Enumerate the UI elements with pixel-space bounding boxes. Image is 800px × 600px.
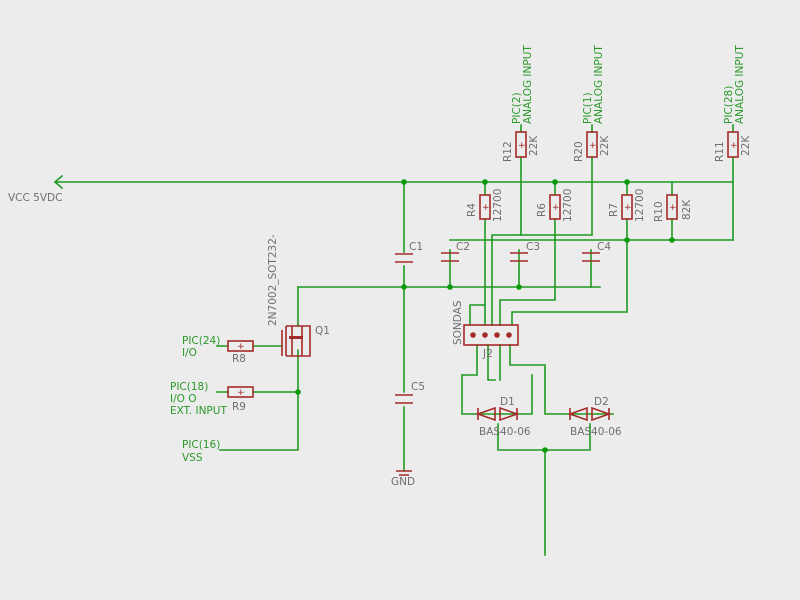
c1-label: C1 [409, 241, 423, 253]
r20-value: 22K [599, 135, 611, 156]
r7-value: 12700 [634, 189, 646, 222]
d2-part: BAS40-06 [570, 426, 622, 438]
r8-label: R8 [232, 353, 246, 365]
sondas-label: SONDAS [452, 300, 464, 345]
svg-text:+: + [624, 203, 632, 213]
junction-dot [542, 447, 548, 453]
diode-d2: D2 BAS40-06 [567, 396, 622, 438]
r6-label: R6 [536, 203, 548, 217]
svg-text:+: + [237, 388, 245, 398]
r12-value: 22K [528, 135, 540, 156]
q1-label: Q1 [315, 325, 330, 337]
resistor-r10: + R10 82K [653, 194, 693, 222]
pic16-label: PIC(16) [182, 439, 220, 451]
mosfet-q1: Q1 2N7002_SOT232- [267, 234, 330, 357]
pic2-label: PIC(2) [511, 92, 523, 124]
r10-label: R10 [653, 201, 665, 222]
d2-label: D2 [594, 396, 609, 408]
resistor-r9: + R9 [227, 386, 254, 413]
gnd-symbol-icon [396, 470, 412, 476]
svg-text:+: + [552, 203, 560, 213]
wires [54, 124, 734, 556]
r7-label: R7 [608, 203, 620, 217]
capacitor-c5: C5 [395, 381, 425, 404]
q1-part: 2N7002_SOT232- [267, 234, 279, 326]
junction-dot [624, 179, 630, 185]
junction-dot [552, 179, 558, 185]
r10-value: 82K [681, 199, 693, 220]
junction-dot [482, 179, 488, 185]
pic2-desc: ANALOG INPUT [522, 45, 534, 124]
svg-text:+: + [730, 141, 738, 151]
r6-value: 12700 [562, 189, 574, 222]
svg-text:+: + [482, 203, 490, 213]
svg-text:+: + [589, 141, 597, 151]
r9-label: R9 [232, 401, 246, 413]
d1-label: D1 [500, 396, 515, 408]
pic24-desc: I/O [182, 347, 197, 359]
svg-text:+: + [518, 141, 526, 151]
j2-diode-wires [461, 344, 614, 415]
pic18-label: PIC(18) [170, 381, 208, 393]
j2-label: J2 [482, 348, 493, 360]
resistor-r11: + R11 22K [714, 131, 752, 162]
pic16-desc: VSS [182, 452, 203, 464]
svg-text:+: + [669, 203, 677, 213]
resistor-r20: + R20 22K [573, 131, 611, 162]
capacitor-c4: C4 [582, 241, 611, 262]
pic18-desc1: I/O O [170, 393, 197, 405]
pic18-desc2: EXT. INPUT [170, 405, 227, 417]
resistor-r7: + R7 12700 [608, 189, 646, 222]
r12-wire [491, 124, 522, 326]
vcc-label: VCC 5VDC [8, 192, 62, 204]
r4-value: 12700 [492, 189, 504, 222]
junction-dot [516, 284, 522, 290]
vcc-arrow-icon [53, 174, 64, 190]
q1-source-wire [219, 349, 299, 451]
capacitor-c2: C2 [441, 241, 470, 262]
junction-dot [401, 179, 407, 185]
connector-j2: SONDAS J2 [452, 300, 519, 360]
junctions [295, 179, 675, 453]
capacitor-c1: C1 [395, 241, 423, 263]
junction-dot [295, 389, 301, 395]
junction-dot [624, 237, 630, 243]
c3-label: C3 [526, 241, 540, 253]
svg-text:+: + [237, 342, 245, 352]
pic1-desc: ANALOG INPUT [593, 45, 605, 124]
gnd-label: GND [391, 476, 415, 488]
r20-wire [519, 124, 593, 236]
diode-output-wire [497, 423, 591, 556]
diode-d1: D1 BAS40-06 [475, 396, 531, 438]
resistor-r6: + R6 12700 [536, 189, 574, 222]
c2-label: C2 [456, 241, 470, 253]
junction-dot [447, 284, 453, 290]
pic28-label: PIC(28) [723, 86, 735, 124]
resistor-r12: + R12 22K [502, 131, 540, 162]
c5-label: C5 [411, 381, 425, 393]
capacitor-c3: C3 [510, 241, 540, 262]
r12-label: R12 [502, 141, 514, 162]
r11-label: R11 [714, 141, 726, 162]
resistor-r8: + R8 [227, 340, 254, 365]
j2-pin-wires [469, 239, 628, 326]
d1-part: BAS40-06 [479, 426, 531, 438]
r4-label: R4 [466, 203, 478, 217]
resistor-r4: + R4 12700 [466, 189, 504, 222]
junction-dot [669, 237, 675, 243]
junction-dot [401, 284, 407, 290]
pic1-label: PIC(1) [582, 92, 594, 124]
pic28-desc: ANALOG INPUT [734, 45, 746, 124]
r11-value: 22K [740, 135, 752, 156]
pic24-label: PIC(24) [182, 335, 220, 347]
c4-label: C4 [597, 241, 611, 253]
r20-label: R20 [573, 141, 585, 162]
